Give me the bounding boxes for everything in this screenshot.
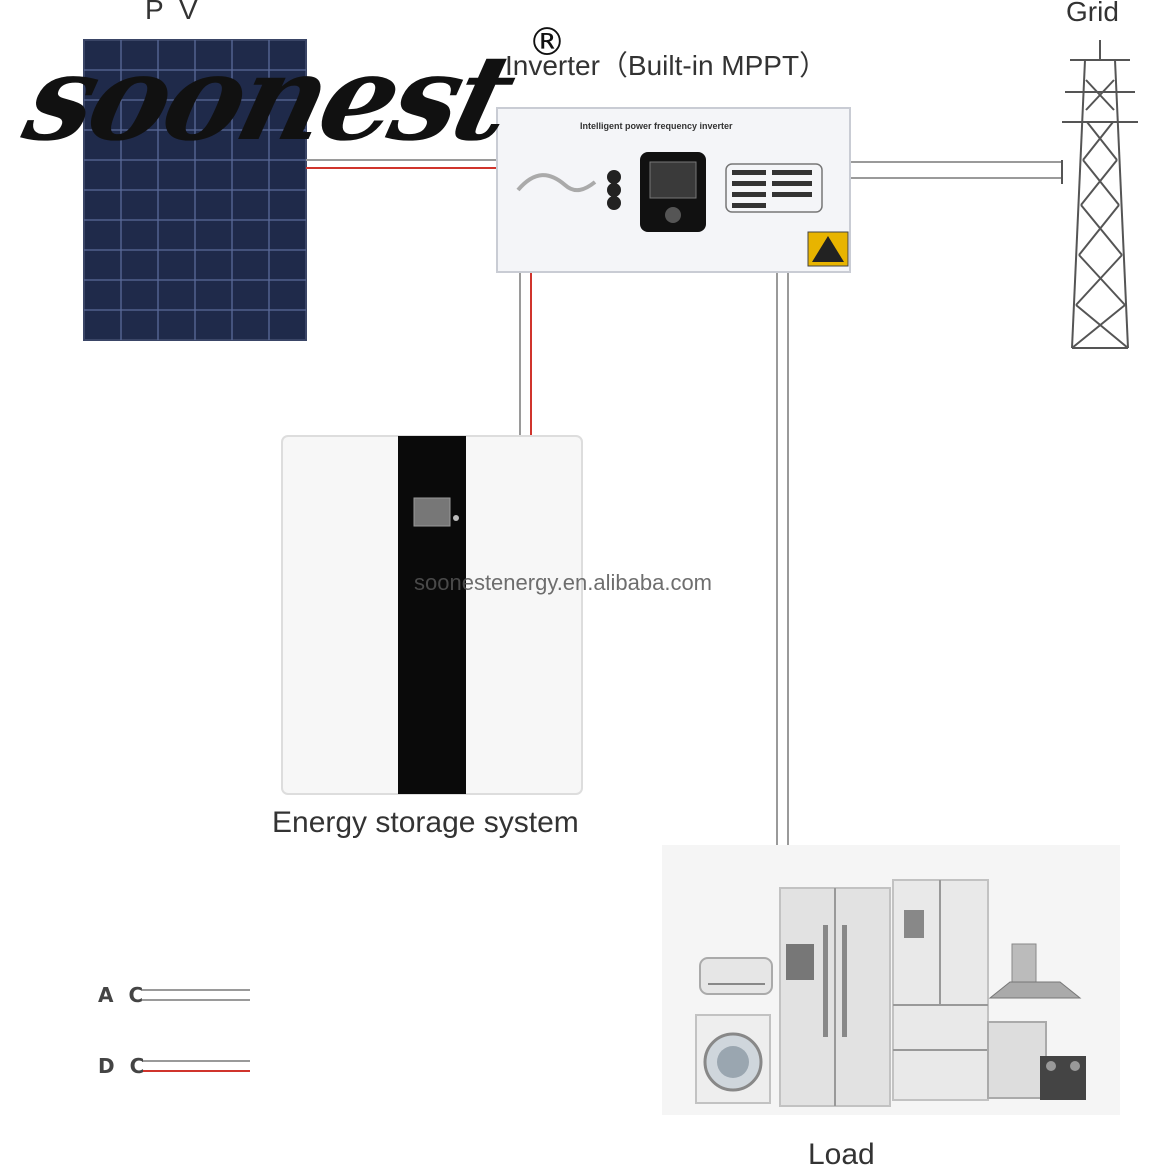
load-ac-wire: [776, 272, 789, 845]
inverter-label: Inverter（Built-in MPPT）: [505, 50, 828, 81]
battery-unit: [281, 435, 583, 795]
legend-dc-label: D C: [98, 1054, 149, 1078]
load-appliances: [662, 845, 1120, 1115]
pv-label: P V: [145, 0, 202, 25]
grid-label: Grid: [1066, 0, 1119, 27]
registered-mark: ®: [528, 20, 566, 64]
logo-wordmark: soonest: [12, 28, 525, 167]
storage-label: Energy storage system: [272, 806, 579, 839]
inverter-panel-text: Intelligent power frequency inverter: [580, 121, 733, 131]
legend-lines: [142, 989, 250, 1072]
load-label: Load: [808, 1138, 875, 1171]
pv-dc-wire: [306, 159, 498, 169]
watermark-text: soonestenergy.en.alibaba.com: [414, 570, 713, 595]
legend-ac-label: A C: [98, 983, 148, 1007]
grid-tower: [1061, 40, 1138, 349]
grid-ac-wire: [850, 161, 1062, 179]
storage-dc-wire: [519, 272, 532, 438]
solar-panel: [83, 39, 307, 341]
inverter-device: [496, 107, 851, 273]
